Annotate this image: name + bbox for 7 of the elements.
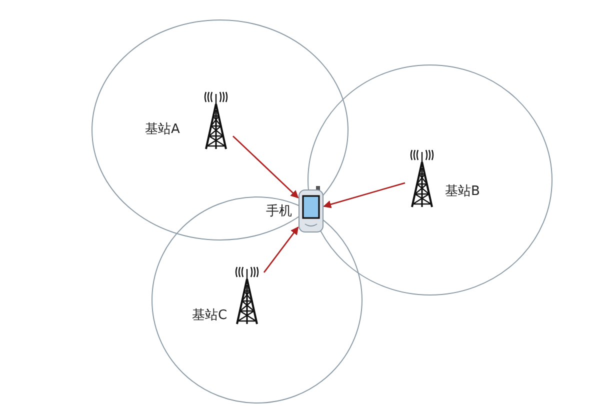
station-label: 基站C: [192, 308, 228, 324]
arrow: [232, 136, 299, 198]
arrow: [323, 182, 406, 208]
phone-label: 手机: [266, 204, 292, 220]
station-label: 基站A: [145, 122, 180, 138]
station-label: 基站B: [445, 184, 480, 200]
arrow: [263, 226, 299, 273]
